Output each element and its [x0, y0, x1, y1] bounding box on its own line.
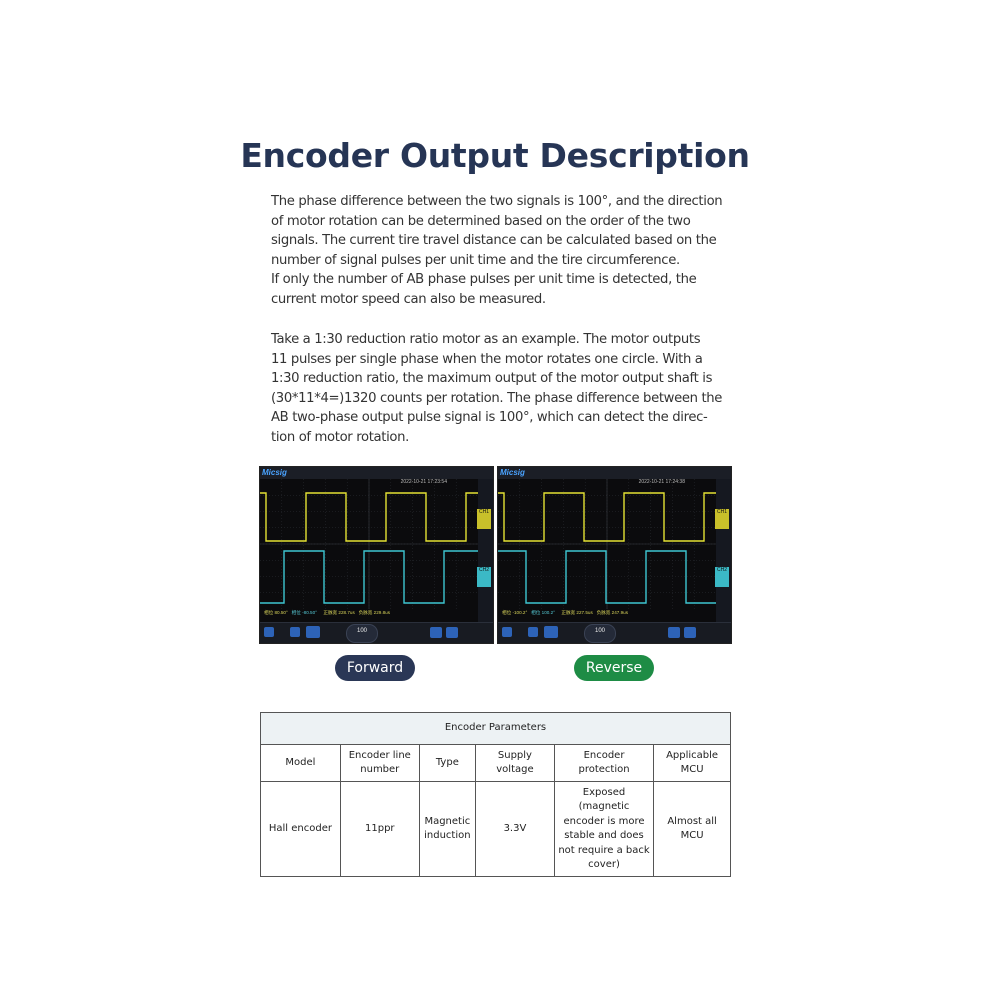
readout: 负脉宽 229.8us	[358, 610, 391, 615]
oscilloscope-forward: Micsig 2022-10-21 17:23:54 CH1 CH2 相位 80…	[259, 466, 494, 644]
readout: 相位 100.2°	[531, 610, 555, 615]
table-header-cell: Encoder protection	[553, 744, 655, 782]
table-cell: Almost all MCU	[653, 781, 731, 877]
table-cell: Exposed (magnetic encoder is more stable…	[553, 781, 655, 877]
example-line: 1:30 reduction ratio, the maximum output…	[271, 371, 713, 387]
scope-topbar	[260, 467, 493, 479]
scope-timebase: 100	[584, 624, 616, 643]
scope-mode-button	[544, 626, 558, 638]
scope-button	[684, 627, 696, 638]
ch1-trace	[260, 492, 478, 542]
scope-mode-button	[306, 626, 320, 638]
encoder-parameters-table: Encoder Parameters Model Encoder line nu…	[260, 712, 731, 877]
table-header-cell: Applicable MCU	[653, 744, 731, 782]
description-line: current motor speed can also be measured…	[271, 291, 546, 307]
scope-next-button	[528, 627, 538, 637]
scope-waveform-plot	[260, 479, 478, 609]
table-header-cell: Encoder line number	[339, 744, 420, 782]
scope-toolbar: 100	[498, 622, 731, 643]
ch1-label: CH1	[715, 509, 729, 529]
page-title: Encoder Output Description	[240, 136, 750, 175]
scope-logo: Micsig	[262, 468, 287, 477]
scope-timestamp: 2022-10-21 17:24:38	[638, 479, 685, 485]
description-line: If only the number of AB phase pulses pe…	[271, 272, 697, 288]
description-line: of motor rotation can be determined base…	[271, 213, 691, 229]
scope-side-panel	[716, 479, 731, 623]
ch2-trace	[260, 550, 478, 604]
scope-topbar	[498, 467, 731, 479]
scope-timestamp: 2022-10-21 17:23:54	[400, 479, 447, 485]
description-line: number of signal pulses per unit time an…	[271, 252, 680, 268]
scope-readouts: 相位 80.50° 相位 -80.50° 正脉宽 228.7us 负脉宽 229…	[264, 610, 474, 616]
example-line: tion of motor rotation.	[271, 429, 409, 445]
scope-prev-button	[264, 627, 274, 637]
scope-timebase: 100	[346, 624, 378, 643]
scope-next-button	[290, 627, 300, 637]
scope-toolbar: 100	[260, 622, 493, 643]
description-paragraph: The phase difference between the two sig…	[271, 192, 731, 310]
forward-button[interactable]: Forward	[335, 655, 415, 681]
table-cell: 3.3V	[475, 781, 555, 877]
ch2-label: CH2	[715, 567, 729, 587]
example-line: Take a 1:30 reduction ratio motor as an …	[271, 332, 701, 347]
description-line: The phase difference between the two sig…	[271, 194, 723, 209]
scope-waveform-plot	[498, 479, 716, 609]
scope-button	[668, 627, 680, 638]
readout: 正脉宽 227.5us	[561, 610, 593, 615]
readout: 负脉宽 247.9us	[596, 610, 629, 615]
ch2-label: CH2	[477, 567, 491, 587]
scope-prev-button	[502, 627, 512, 637]
scope-button	[430, 627, 442, 638]
example-paragraph: Take a 1:30 reduction ratio motor as an …	[271, 330, 731, 448]
readout: 相位 80.50°	[264, 610, 288, 615]
reverse-button[interactable]: Reverse	[574, 655, 654, 681]
scope-readouts: 相位 -100.2° 相位 100.2° 正脉宽 227.5us 负脉宽 247…	[502, 610, 712, 616]
ch2-trace	[498, 550, 716, 604]
readout: 相位 -80.50°	[291, 610, 317, 615]
table-header-cell: Type	[418, 744, 477, 782]
table-header-cell: Model	[260, 744, 341, 782]
table-cell: Magnetic induction	[418, 781, 477, 877]
ch1-trace	[498, 492, 716, 542]
readout: 相位 -100.2°	[502, 610, 528, 615]
ch1-label: CH1	[477, 509, 491, 529]
table-caption: Encoder Parameters	[260, 712, 731, 745]
scope-side-panel	[478, 479, 493, 623]
table-cell: 11ppr	[339, 781, 420, 877]
scope-button	[446, 627, 458, 638]
scope-logo: Micsig	[500, 468, 525, 477]
table-cell: Hall encoder	[260, 781, 341, 877]
example-line: AB two-phase output pulse signal is 100°…	[271, 410, 708, 426]
table-header-cell: Supply voltage	[475, 744, 555, 782]
example-line: (30*11*4=)1320 counts per rotation. The …	[271, 390, 723, 406]
description-line: signals. The current tire travel distanc…	[271, 233, 717, 249]
example-line: 11 pulses per single phase when the moto…	[271, 351, 703, 367]
oscilloscope-reverse: Micsig 2022-10-21 17:24:38 CH1 CH2 相位 -1…	[497, 466, 732, 644]
readout: 正脉宽 228.7us	[323, 610, 355, 615]
